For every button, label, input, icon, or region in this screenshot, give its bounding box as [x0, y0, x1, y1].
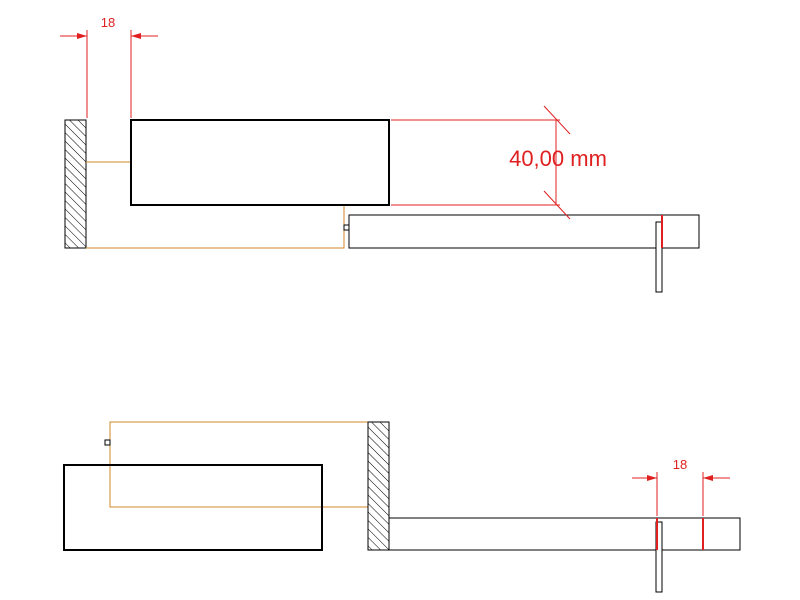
bottom-phantom-handle: [104, 439, 111, 446]
bottom-long-bar: [388, 517, 741, 551]
bottom-gap-dimension: 18: [632, 457, 730, 516]
top-wall-hatched: [64, 119, 87, 249]
bottom-wall-hatched: [367, 421, 390, 551]
top-vertical-post: [655, 221, 663, 293]
bottom-view: 18: [63, 421, 741, 593]
top-phantom-handle: [343, 224, 350, 231]
height-dimension: 40,00 mm: [391, 105, 607, 220]
top-main-block: [130, 119, 390, 206]
top-gap-dimension: 18: [60, 15, 158, 118]
top-view: 18 40,00 mm: [60, 15, 700, 293]
bottom-gap-label: 18: [673, 457, 687, 472]
height-label: 40,00 mm: [509, 146, 607, 171]
bottom-main-block: [63, 464, 323, 551]
top-long-bar: [348, 214, 700, 249]
bottom-vertical-post: [655, 521, 663, 593]
top-gap-label: 18: [101, 15, 115, 30]
